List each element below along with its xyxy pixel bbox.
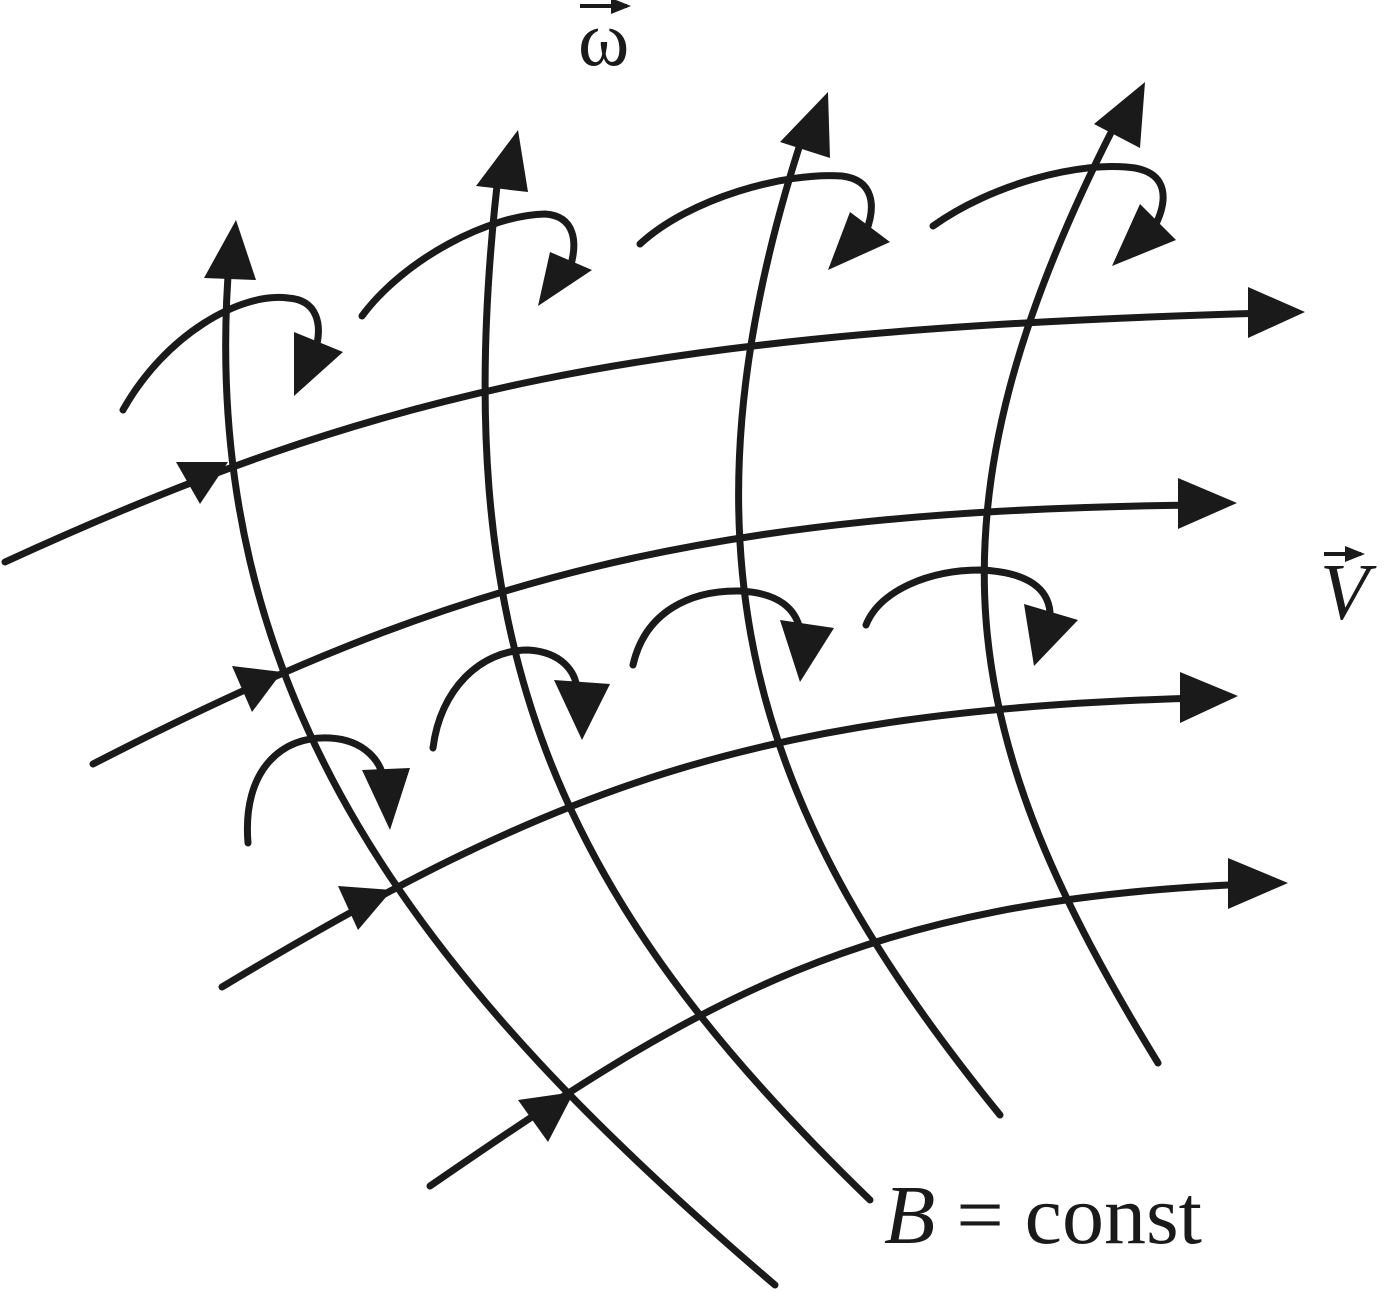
streamline-1-arrowhead: [1248, 287, 1305, 338]
rotation-arc-8-arrowhead: [1024, 604, 1078, 666]
streamline-1-crossing-arrow: [176, 462, 228, 504]
rotation-arc-2: [358, 210, 578, 320]
vortex-lines: [204, 82, 1162, 1289]
rotation-arc-6: [429, 646, 581, 752]
vortex-line-2: [481, 156, 874, 1204]
vortex-line-1: [222, 246, 779, 1289]
rotation-arc-4: [929, 163, 1167, 230]
streamline-3-arrowhead: [1180, 672, 1238, 723]
rotation-arc-2-arrowhead: [538, 252, 592, 306]
streamline-4-crossing-arrow: [518, 1092, 574, 1142]
omega-label: ω: [578, 0, 632, 84]
velocity-arrow-line: [1324, 546, 1365, 562]
vortex-line-2-arrowhead: [476, 130, 528, 192]
bernoulli-caption-text: B = const: [884, 1169, 1202, 1262]
vortex-line-4-arrowhead: [1094, 82, 1145, 148]
rotation-arc-3: [636, 172, 875, 248]
bernoulli-caption: B = const: [884, 1168, 1202, 1264]
rotation-arc-1-arrowhead: [294, 332, 343, 396]
rotation-arc-7: [629, 587, 804, 669]
vortex-line-4: [980, 111, 1162, 1067]
streamline-2-arrowhead: [1178, 478, 1237, 529]
streamline-4-arrowhead: [1228, 858, 1288, 909]
rotation-arc-6-arrowhead: [554, 680, 610, 740]
streamline-1: [1, 309, 1274, 566]
velocity-symbol: V: [1320, 549, 1369, 637]
rotation-arcs-lower: [243, 566, 1078, 847]
streamlines: [1, 287, 1305, 1190]
rotation-arc-3-arrowhead: [828, 212, 890, 270]
vortex-line-3-arrowhead: [780, 92, 830, 158]
rotation-arc-7-arrowhead: [780, 620, 834, 682]
rotation-arc-1: [119, 293, 322, 414]
rotation-arcs-top: [119, 163, 1176, 414]
vortex-line-1-arrowhead: [204, 220, 256, 280]
rotation-arc-5: [243, 734, 388, 847]
rotation-arc-5-arrowhead: [362, 768, 410, 830]
rotation-arc-4-arrowhead: [1112, 204, 1176, 266]
vortex-line-3: [735, 116, 1004, 1119]
omega-arrow-line: [580, 0, 632, 14]
bernoulli-symbol: B: [884, 1169, 936, 1262]
streamline-2-crossing-arrow: [232, 666, 282, 712]
streamline-4: [426, 880, 1254, 1190]
rotation-arc-8: [862, 566, 1054, 629]
streamline-3-crossing-arrow: [338, 886, 392, 930]
velocity-label: V: [1320, 546, 1369, 638]
